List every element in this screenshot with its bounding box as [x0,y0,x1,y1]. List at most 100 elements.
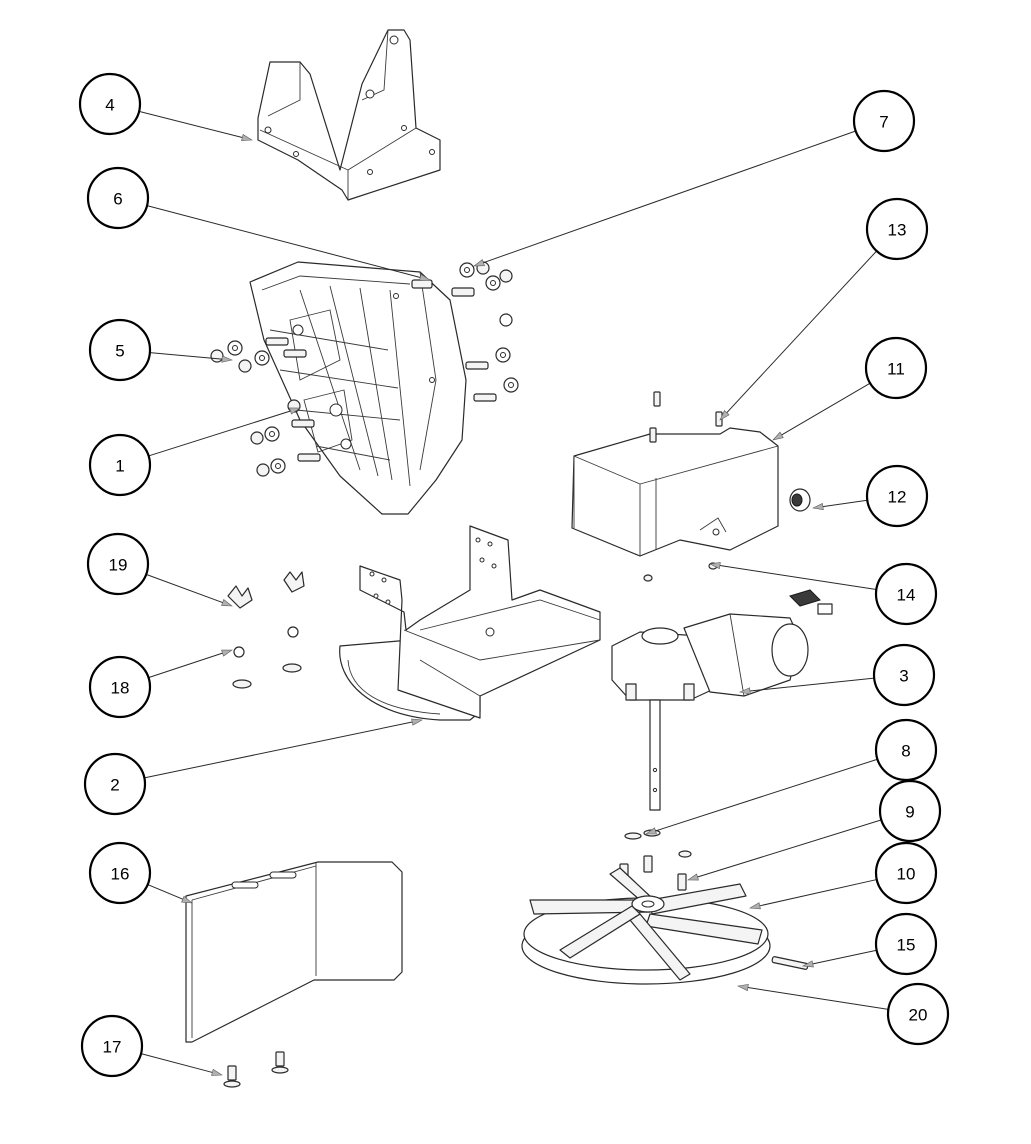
leader-arrowhead-2 [411,718,423,726]
leader-line-16 [147,884,183,900]
callout-balloon-1: 1 [88,433,152,497]
leader-line-11 [781,382,871,436]
callout-balloon-5: 5 [88,318,152,382]
leader-line-19 [145,573,223,604]
leader-arrowhead-1 [289,407,301,415]
callout-balloon-4: 4 [78,72,142,136]
callout-number: 19 [109,556,128,575]
callout-circle [86,166,150,230]
callout-number: 9 [905,803,914,822]
callout-circle [874,841,938,905]
callout-circle [86,532,150,596]
callout-balloon-11: 11 [864,336,928,400]
callout-number: 18 [111,679,130,698]
callout-balloon-7: 7 [852,89,916,153]
callout-number: 8 [901,742,910,761]
callout-circle [852,89,916,153]
leader-arrowhead-16 [181,895,193,904]
part-grommet [789,488,811,512]
leader-arrowhead-15 [802,960,814,968]
leader-arrowhead-7 [473,259,485,267]
leader-arrowhead-6 [419,273,431,281]
leader-arrowhead-13 [719,409,730,421]
leader-arrowhead-18 [221,649,233,657]
callout-balloon-2: 2 [83,752,147,816]
callout-number: 10 [897,865,916,884]
callout-circle [878,779,942,843]
leader-line-10 [759,879,877,907]
callout-balloon-19: 19 [86,532,150,596]
callout-circle [886,982,950,1046]
callout-circle [865,464,929,528]
part-rivets [223,1051,289,1088]
callout-circle [874,718,938,782]
callout-balloon-8: 8 [874,718,938,782]
callout-number: 4 [105,96,114,115]
callout-circle [78,72,142,136]
part-wing-nut-set [227,571,305,689]
leader-line-3 [749,677,875,692]
leader-arrowhead-4 [241,133,253,141]
callout-number: 12 [888,488,907,507]
leader-line-18 [148,652,223,679]
callout-circle [864,336,928,400]
callout-balloon-3: 3 [872,643,936,707]
part-chute-housing [249,261,467,515]
leader-line-5 [149,352,223,360]
callout-balloon-15: 15 [874,912,938,976]
leader-line-14 [719,565,877,590]
leader-line-7 [483,130,856,264]
leader-line-1 [148,410,291,457]
callout-circle [865,197,929,261]
callout-number: 15 [897,936,916,955]
leader-arrowhead-8 [645,827,657,835]
leader-line-2 [144,721,413,779]
leader-line-20 [747,987,889,1010]
callout-number: 3 [899,667,908,686]
leader-arrowhead-10 [749,902,761,910]
leader-line-15 [812,949,877,965]
callout-number: 5 [115,342,124,361]
callout-number: 13 [888,221,907,240]
leader-arrowhead-17 [211,1068,223,1076]
part-mounting-bracket [257,29,441,201]
callout-balloon-18: 18 [88,655,152,719]
leader-arrowhead-9 [687,873,699,881]
leader-lines [138,110,889,1076]
leader-arrowhead-12 [812,502,824,511]
leader-arrowhead-20 [737,984,749,992]
callout-number: 1 [115,457,124,476]
callout-number: 7 [879,113,888,132]
callout-number: 17 [103,1038,122,1057]
callout-balloon-6: 6 [86,166,150,230]
part-deflector [185,861,403,1043]
leader-line-17 [140,1053,213,1073]
callout-circle [88,841,152,905]
callout-circle [88,433,152,497]
callout-number: 20 [909,1006,928,1025]
callout-number: 16 [111,865,130,884]
callout-balloon-16: 16 [88,841,152,905]
callout-number: 2 [110,776,119,795]
callout-number: 11 [887,360,905,379]
callout-balloon-20: 20 [886,982,950,1046]
callout-circle [83,752,147,816]
callout-balloon-14: 14 [874,562,938,626]
leader-line-6 [146,205,421,278]
part-frame-plate [339,525,601,721]
leader-arrowhead-19 [221,599,233,607]
callout-balloon-13: 13 [865,197,929,261]
part-spinner-disc [521,867,771,985]
leader-line-12 [822,499,868,508]
leader-line-13 [726,250,877,414]
part-motor-cover [571,427,779,557]
callout-circle [88,655,152,719]
callout-circle [88,318,152,382]
callout-balloon-9: 9 [878,779,942,843]
callout-circle [80,1014,144,1078]
leader-line-4 [138,110,243,139]
callout-circle [872,643,936,707]
